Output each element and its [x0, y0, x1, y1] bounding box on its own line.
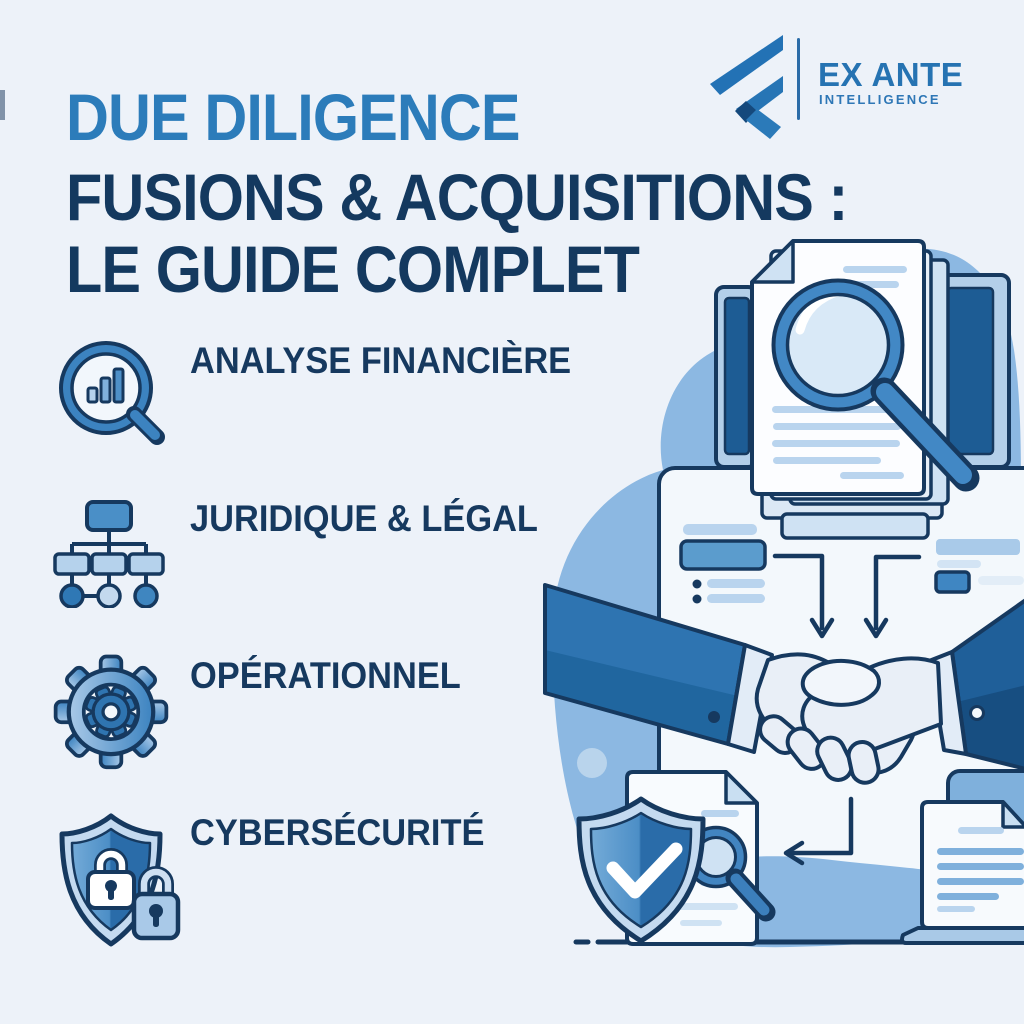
shield-check-icon: [576, 796, 706, 944]
left-edge-artifact: [0, 90, 5, 120]
magnifying-glass-icon: [771, 278, 980, 492]
flow-arrow-icon: [772, 553, 922, 639]
title-line-2: FUSIONS & ACQUISITIONS :: [66, 160, 848, 234]
shield-lock-icon: [59, 813, 181, 947]
item-label-operationnel: OPÉRATIONNEL: [190, 655, 461, 696]
logo: EX ANTE INTELLIGENCE: [700, 30, 1000, 140]
title-line-3: LE GUIDE COMPLET: [66, 232, 640, 306]
output-document-icon: [900, 769, 1024, 945]
org-chart-icon: [53, 500, 165, 608]
logo-name: EX ANTE: [818, 56, 964, 93]
lock-icon: [86, 848, 136, 910]
logo-tagline: INTELLIGENCE: [819, 92, 941, 107]
left-cuff-button: [708, 711, 720, 723]
title-line-1: DUE DILIGENCE: [66, 80, 521, 154]
logo-divider: [797, 38, 800, 120]
left-data-panel: [714, 285, 758, 469]
handshake-icon: [543, 583, 1024, 785]
panel-right-widgets: [934, 539, 1024, 594]
check-icon: [606, 842, 683, 899]
right-cuff-button: [969, 705, 985, 721]
document-tray: [900, 926, 1024, 945]
thumb: [800, 658, 881, 707]
item-label-analyse-financiere: ANALYSE FINANCIÈRE: [190, 340, 572, 381]
gear-icon: [53, 654, 169, 770]
verified-document: [576, 770, 776, 946]
padlock-icon: [131, 866, 181, 941]
logo-mark-icon: [710, 35, 783, 139]
title-block: DUE DILIGENCE FUSIONS & ACQUISITIONS : L…: [66, 80, 848, 306]
chart-magnifier-icon: [59, 341, 165, 445]
panel-left-widgets: [679, 524, 767, 604]
clasped-fingers: [758, 714, 881, 785]
item-label-cybersecurite: CYBERSÉCURITÉ: [190, 812, 485, 853]
item-label-juridique-legal: JURIDIQUE & LÉGAL: [190, 498, 538, 539]
return-arrow-icon: [783, 796, 854, 866]
blob-accent-dot: [577, 748, 607, 778]
left-cuff: [726, 643, 774, 754]
